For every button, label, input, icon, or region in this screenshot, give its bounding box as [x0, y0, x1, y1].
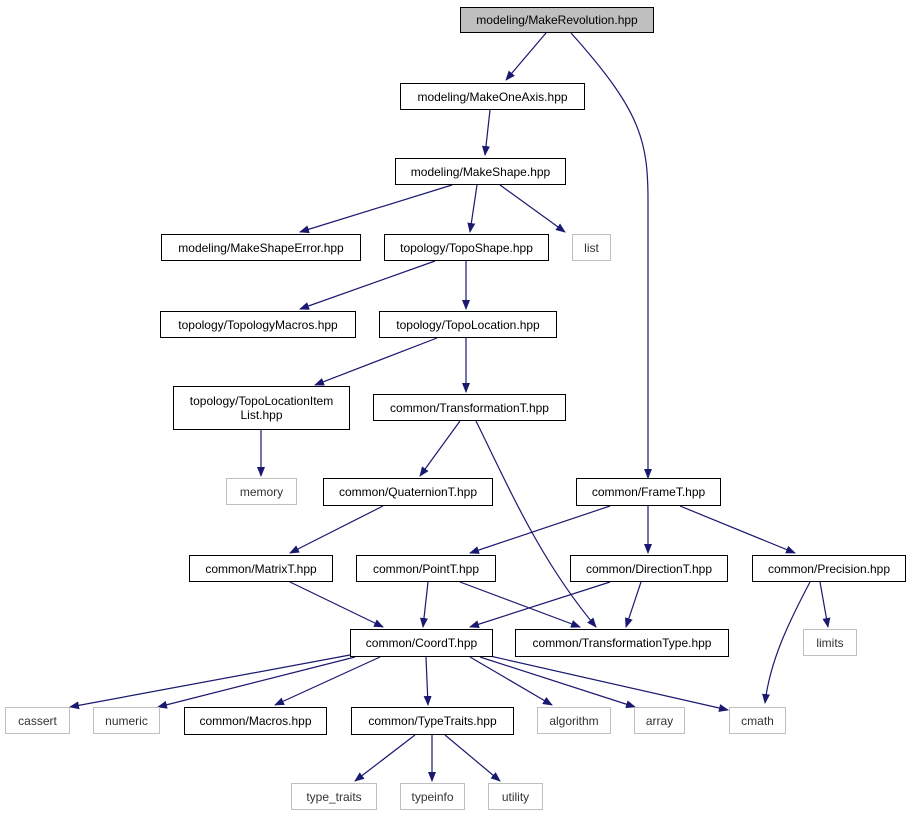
node-make-one-axis[interactable]: modeling/MakeOneAxis.hpp [400, 83, 585, 110]
node-list[interactable]: list [572, 234, 611, 261]
node-matrix-t[interactable]: common/MatrixT.hpp [189, 555, 333, 582]
node-type-traits[interactable]: type_traits [291, 783, 377, 810]
edge-framet-pointt [469, 505, 611, 554]
edge-matrixt-coordt [289, 581, 384, 628]
edge-coordt-cmath [489, 655, 729, 712]
edge-precision-limits [819, 581, 831, 628]
edge-coordt-typetraitshpp [423, 656, 432, 706]
edge-makeshape-makeshapeerror [299, 184, 453, 234]
edge-pointt-coordt [420, 581, 429, 628]
node-point-t[interactable]: common/PointT.hpp [356, 555, 496, 582]
edge-makerevolution-framet [570, 32, 652, 479]
edge-coordt-array [479, 656, 636, 709]
edge-transformationt-quaternion [419, 420, 461, 477]
node-memory[interactable]: memory [226, 478, 297, 505]
node-make-revolution[interactable]: modeling/MakeRevolution.hpp [460, 7, 654, 33]
node-typeinfo[interactable]: typeinfo [400, 783, 465, 810]
edge-typetraits-type_traits [354, 734, 416, 782]
node-utility[interactable]: utility [488, 783, 543, 810]
node-type-traits-hpp[interactable]: common/TypeTraits.hpp [351, 707, 514, 735]
edge-directiont-coordt [469, 581, 611, 629]
node-numeric[interactable]: numeric [93, 707, 160, 734]
edge-framet-precision [679, 505, 796, 554]
node-array[interactable]: array [634, 707, 685, 734]
edge-coordt-numeric [157, 656, 356, 709]
node-topo-location-item-list-line2: List.hpp [240, 408, 283, 422]
edge-pointt-transformationtype [459, 581, 581, 628]
node-topo-location-item-list-line1: topology/TopoLocationItem [189, 394, 334, 408]
node-cmath[interactable]: cmath [729, 707, 786, 734]
node-topo-location-item-list[interactable]: topology/TopoLocationItem List.hpp [173, 386, 350, 430]
node-macros[interactable]: common/Macros.hpp [184, 707, 327, 735]
edge-makerevolution-makeoneaxis [505, 32, 547, 81]
node-precision[interactable]: common/Precision.hpp [752, 555, 906, 582]
edge-coordt-macros [274, 656, 381, 706]
edge-toposhape-topologymacros [299, 260, 436, 310]
node-topo-location[interactable]: topology/TopoLocation.hpp [379, 311, 557, 338]
edge-quaternion-matrixt [289, 505, 384, 554]
edge-makeshape-topohape [467, 184, 478, 233]
node-frame-t[interactable]: common/FrameT.hpp [576, 478, 721, 506]
node-coord-t[interactable]: common/CoordT.hpp [350, 629, 493, 657]
edge-topolocation-itemlist [314, 337, 438, 386]
node-quaternion-t[interactable]: common/QuaternionT.hpp [323, 478, 493, 506]
node-algorithm[interactable]: algorithm [537, 707, 611, 734]
node-direction-t[interactable]: common/DirectionT.hpp [570, 555, 728, 582]
edge-typetraits-utility [444, 734, 501, 782]
node-cassert[interactable]: cassert [5, 707, 70, 734]
node-make-shape-error[interactable]: modeling/MakeShapeError.hpp [161, 234, 361, 261]
node-limits[interactable]: limits [803, 629, 857, 656]
edge-precision-cmath [762, 581, 811, 704]
edge-makeshape-list [499, 184, 566, 233]
edge-coordt-algorithm [469, 656, 553, 706]
edge-directiont-transformationtype [625, 581, 642, 628]
node-transformation-type[interactable]: common/TransformationType.hpp [515, 629, 729, 657]
node-topology-macros[interactable]: topology/TopologyMacros.hpp [160, 311, 356, 338]
edge-makeoneaxis-makeshape [482, 109, 491, 156]
edge-coordt-cassert [69, 654, 351, 710]
node-make-shape[interactable]: modeling/MakeShape.hpp [395, 158, 566, 185]
node-transformation-t[interactable]: common/TransformationT.hpp [373, 394, 566, 421]
node-topo-shape[interactable]: topology/TopoShape.hpp [384, 234, 549, 261]
edge-transformationt-transformationtype [475, 420, 597, 628]
